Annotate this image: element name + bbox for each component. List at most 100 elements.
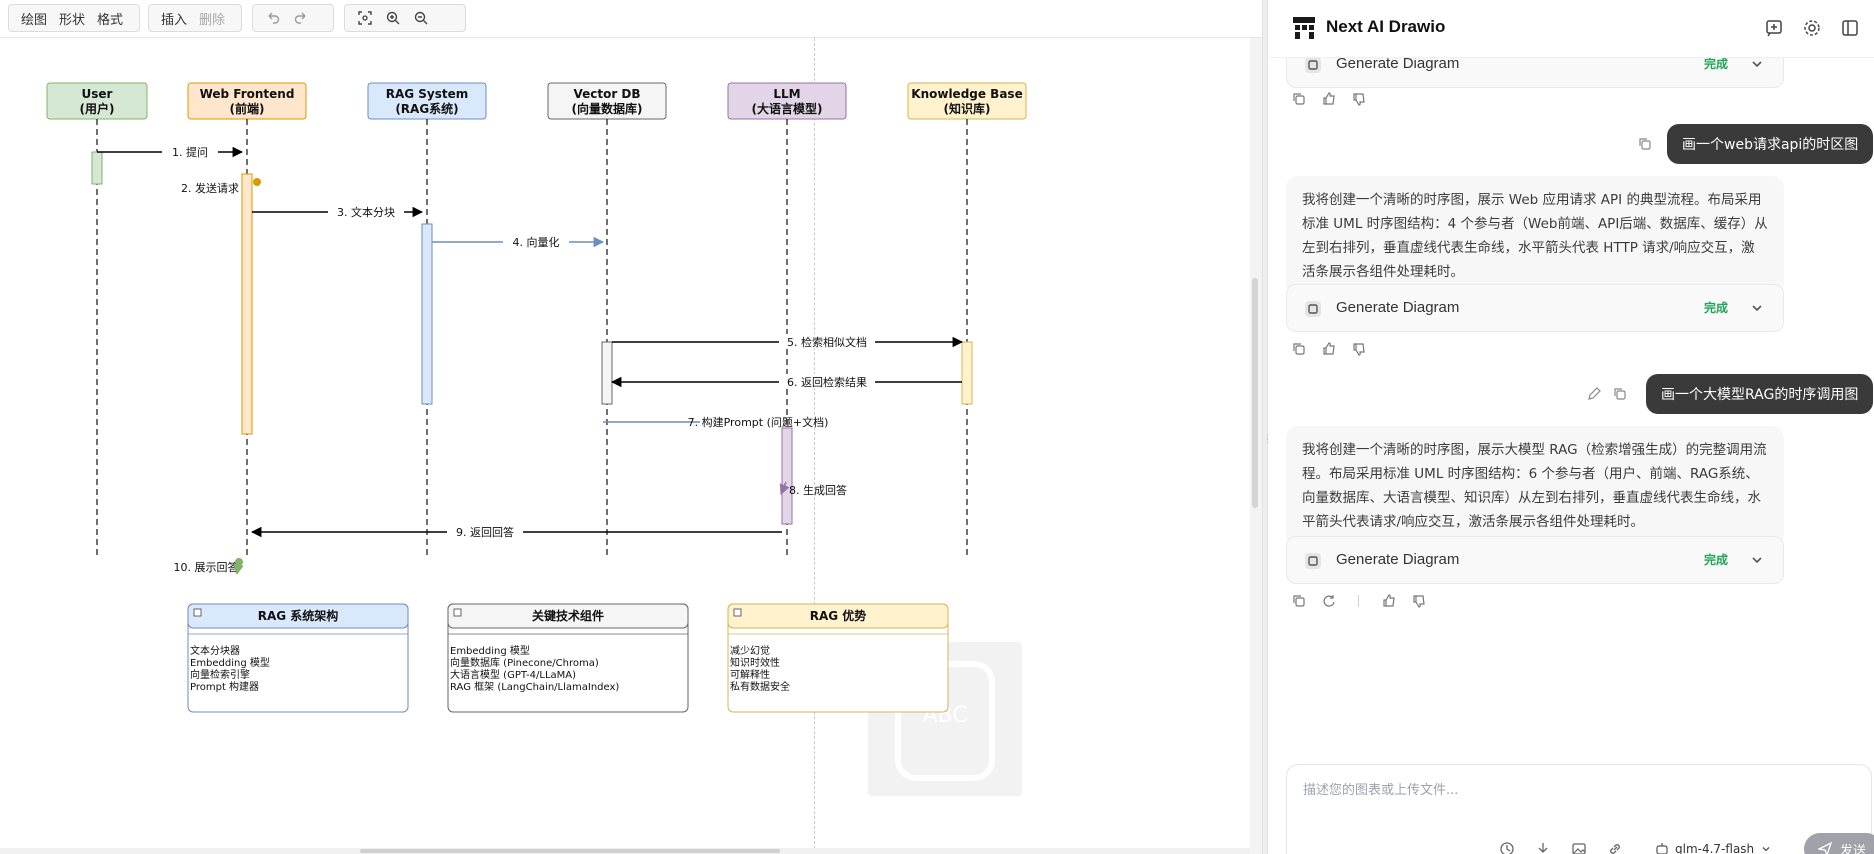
activation-bar[interactable]	[91, 151, 103, 185]
note-line[interactable]: 可解释性	[730, 668, 770, 681]
delete-button[interactable]: 删除	[199, 12, 226, 28]
note-line[interactable]: 大语言模型 (GPT-4/LLaMA)	[450, 668, 576, 681]
undo-icon[interactable]	[259, 6, 287, 30]
chat-message-list[interactable]: Generate Diagram 完成 画一个web请求api的时区图 我将创建…	[1268, 58, 1874, 762]
thumbs-down-icon[interactable]	[1410, 592, 1428, 610]
redo-icon[interactable]	[287, 6, 315, 30]
message-label-bg[interactable]	[328, 204, 404, 218]
collapse-icon[interactable]	[193, 608, 202, 617]
message-label[interactable]: 4. 向量化	[513, 235, 560, 249]
horizontal-scroll-thumb[interactable]	[360, 849, 780, 853]
note-title[interactable]: RAG 优势	[810, 608, 867, 623]
message-label[interactable]: 10. 展示回答	[174, 560, 239, 574]
horizontal-scrollbar[interactable]	[0, 848, 1250, 854]
edit-icon[interactable]	[1586, 386, 1602, 402]
note-line[interactable]: 向量数据库 (Pinecone/Chroma)	[450, 656, 599, 669]
self-call-arrow[interactable]	[779, 481, 790, 495]
download-icon[interactable]	[1535, 841, 1551, 854]
note-line[interactable]: 减少幻觉	[730, 644, 770, 657]
note-line[interactable]: 私有数据安全	[730, 680, 790, 693]
message-label[interactable]: 1. 提问	[172, 146, 208, 159]
activation-bar[interactable]	[961, 341, 973, 405]
panel-splitter[interactable]	[1262, 0, 1268, 854]
activation-bar[interactable]	[601, 341, 613, 405]
copy-icon[interactable]	[1290, 90, 1308, 108]
participant-title[interactable]: Knowledge Base	[911, 87, 1022, 101]
message-label-bg[interactable]	[503, 234, 569, 248]
link-icon[interactable]	[1607, 841, 1623, 854]
activation-bar[interactable]	[241, 173, 253, 435]
message-label[interactable]: 9. 返回回答	[456, 525, 514, 539]
chevron-down-icon[interactable]	[1749, 552, 1765, 568]
participant-subtitle[interactable]: (前端)	[230, 101, 265, 116]
note-line[interactable]: RAG 框架 (LangChain/LlamaIndex)	[450, 680, 619, 693]
message-label-bg[interactable]	[779, 374, 875, 388]
message-label[interactable]: 6. 返回检索结果	[787, 375, 867, 389]
insert-button[interactable]: 插入	[161, 12, 188, 28]
activation-bar[interactable]	[781, 427, 793, 525]
regenerate-icon[interactable]	[1320, 592, 1338, 610]
collapse-icon[interactable]	[453, 608, 462, 617]
note-line[interactable]: Prompt 构建器	[190, 680, 259, 693]
thumbs-up-icon[interactable]	[1320, 90, 1338, 108]
message-label-bg[interactable]	[162, 144, 218, 158]
thumbs-down-icon[interactable]	[1350, 340, 1368, 358]
message-label-bg[interactable]	[779, 334, 875, 348]
tool-call-card[interactable]: Generate Diagram 完成	[1286, 58, 1784, 88]
note-line[interactable]: 向量检索引擎	[190, 668, 250, 681]
copy-icon[interactable]	[1290, 340, 1308, 358]
participant-title[interactable]: Vector DB	[573, 87, 640, 101]
participant-subtitle[interactable]: (用户)	[80, 101, 115, 116]
vertical-scrollbar[interactable]	[1250, 38, 1262, 854]
chevron-down-icon[interactable]	[1749, 58, 1765, 72]
send-button[interactable]: 发送	[1804, 833, 1874, 854]
note-line[interactable]: 知识时效性	[730, 656, 780, 669]
participant-title[interactable]: User	[82, 87, 113, 101]
note-header[interactable]	[727, 603, 949, 629]
diagram-canvas[interactable]: ABC User(用户)Web Frontend(前端)RAG System(R…	[0, 38, 1250, 848]
message-label[interactable]: 8. 生成回答	[789, 483, 847, 497]
note-line[interactable]: Embedding 模型	[190, 656, 270, 669]
participant-title[interactable]: RAG System	[386, 87, 469, 101]
note-line[interactable]: Embedding 模型	[450, 644, 530, 657]
note-title[interactable]: RAG 系统架构	[258, 608, 339, 623]
note-header[interactable]	[187, 603, 409, 629]
image-icon[interactable]	[1571, 841, 1587, 854]
participant-title[interactable]: LLM	[773, 87, 800, 101]
menu-draw[interactable]: 绘图	[21, 12, 48, 28]
new-chat-icon[interactable]	[1764, 18, 1784, 38]
tool-call-card[interactable]: Generate Diagram 完成	[1286, 284, 1784, 332]
note-title[interactable]: 关键技术组件	[532, 608, 604, 623]
tool-call-card[interactable]: Generate Diagram 完成	[1286, 536, 1784, 584]
thumbs-up-icon[interactable]	[1320, 340, 1338, 358]
chevron-down-icon[interactable]	[1749, 300, 1765, 316]
self-call-marker[interactable]	[235, 558, 243, 566]
participant-title[interactable]: Web Frontend	[200, 87, 295, 101]
self-call-marker[interactable]	[253, 178, 261, 186]
zoom-in-icon[interactable]	[379, 6, 407, 30]
settings-icon[interactable]	[1802, 18, 1822, 38]
participant-subtitle[interactable]: (向量数据库)	[572, 101, 643, 116]
message-label[interactable]: 3. 文本分块	[337, 205, 395, 219]
thumbs-down-icon[interactable]	[1350, 90, 1368, 108]
chat-input[interactable]	[1303, 779, 1823, 801]
copy-icon[interactable]	[1290, 592, 1308, 610]
model-selector[interactable]: glm-4.7-flash	[1655, 839, 1772, 854]
message-label[interactable]: 2. 发送请求	[181, 181, 239, 195]
collapse-panel-icon[interactable]	[1840, 18, 1860, 38]
participant-subtitle[interactable]: (RAG系统)	[395, 101, 458, 116]
note-header[interactable]	[447, 603, 689, 629]
message-label-bg[interactable]	[447, 524, 523, 538]
vertical-scroll-thumb[interactable]	[1252, 278, 1258, 508]
menu-shape[interactable]: 形状	[59, 12, 86, 28]
participant-subtitle[interactable]: (知识库)	[944, 101, 991, 116]
message-label[interactable]: 5. 检索相似文档	[787, 335, 867, 349]
zoom-out-icon[interactable]	[407, 6, 435, 30]
activation-bar[interactable]	[421, 223, 433, 405]
fit-icon[interactable]	[351, 6, 379, 30]
copy-icon[interactable]	[1637, 136, 1653, 152]
copy-icon[interactable]	[1612, 386, 1628, 402]
thumbs-up-icon[interactable]	[1380, 592, 1398, 610]
participant-subtitle[interactable]: (大语言模型)	[752, 101, 823, 116]
collapse-icon[interactable]	[733, 608, 742, 617]
